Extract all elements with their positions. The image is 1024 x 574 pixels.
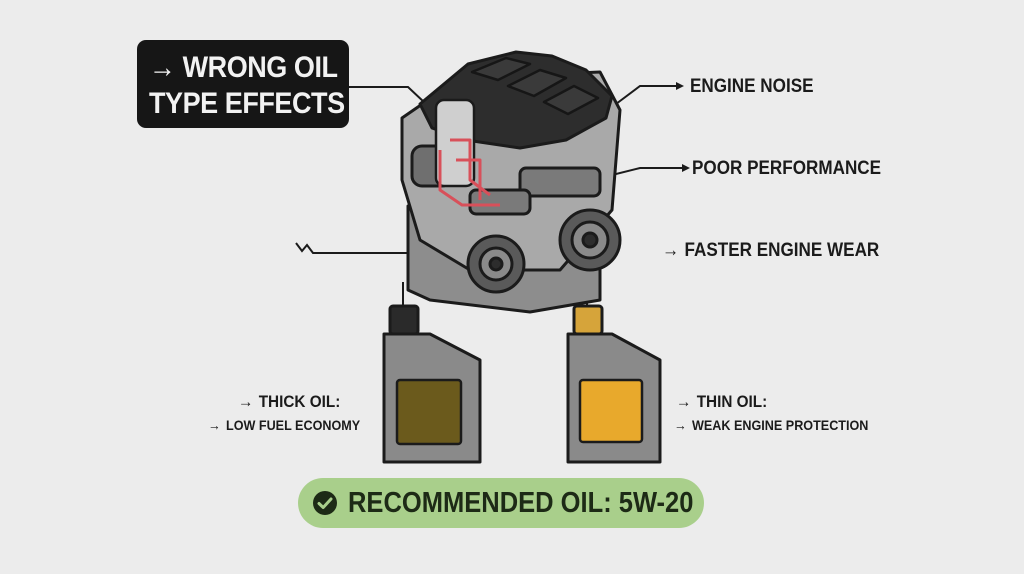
- title-arrow: →: [149, 51, 176, 84]
- thick-oil-arrow: →: [238, 392, 254, 411]
- thick-oil-detail: → LOW FUEL ECONOMY: [208, 417, 360, 433]
- thin-oil-arrow: →: [676, 392, 692, 411]
- title-line-1: → WRONG OIL: [149, 50, 338, 86]
- title-text-line-1: WRONG OIL: [182, 51, 338, 84]
- thick-oil-detail-arrow: →: [208, 417, 221, 433]
- engine-cutaway-icon: [400, 50, 622, 314]
- thin-oil-heading: →THIN OIL:: [676, 392, 767, 412]
- thick-oil-bottle: [382, 304, 482, 464]
- effect-poor-performance: POOR PERFORMANCE: [692, 158, 882, 179]
- check-circle-icon: [313, 491, 337, 515]
- thick-oil-heading: →THICK OIL:: [238, 392, 340, 412]
- recommendation-text: RECOMMENDED OIL: 5W-20: [348, 486, 694, 519]
- oil-flow-highlight: [438, 138, 500, 207]
- title-line-2: TYPE EFFECTS: [149, 87, 345, 120]
- thin-oil-detail-text: WEAK ENGINE PROTECTION: [692, 417, 869, 433]
- effect-faster-engine-wear: →FASTER ENGINE WEAR: [662, 240, 879, 262]
- engine-noise-leader-line: [611, 85, 676, 108]
- thin-oil-heading-text: THIN OIL:: [696, 392, 768, 411]
- thick-oil-heading-text: THICK OIL:: [258, 392, 341, 411]
- recommendation-badge: RECOMMENDED OIL: 5W-20: [298, 478, 704, 528]
- effect-engine-noise: ENGINE NOISE: [690, 76, 814, 97]
- thin-oil-detail: → WEAK ENGINE PROTECTION: [674, 417, 868, 433]
- effect-faster-engine-wear-text: FASTER ENGINE WEAR: [684, 240, 880, 261]
- thick-oil-detail-text: LOW FUEL ECONOMY: [226, 417, 361, 433]
- thin-oil-detail-arrow: →: [674, 417, 687, 433]
- effect-arrow: →: [662, 240, 680, 261]
- title-leader-line: [349, 86, 426, 104]
- cutaway-cylinder: [434, 98, 476, 188]
- left-squiggle-line: [295, 242, 420, 254]
- thin-oil-bottle: [566, 304, 662, 464]
- title-box: → WRONG OIL TYPE EFFECTS: [137, 40, 349, 128]
